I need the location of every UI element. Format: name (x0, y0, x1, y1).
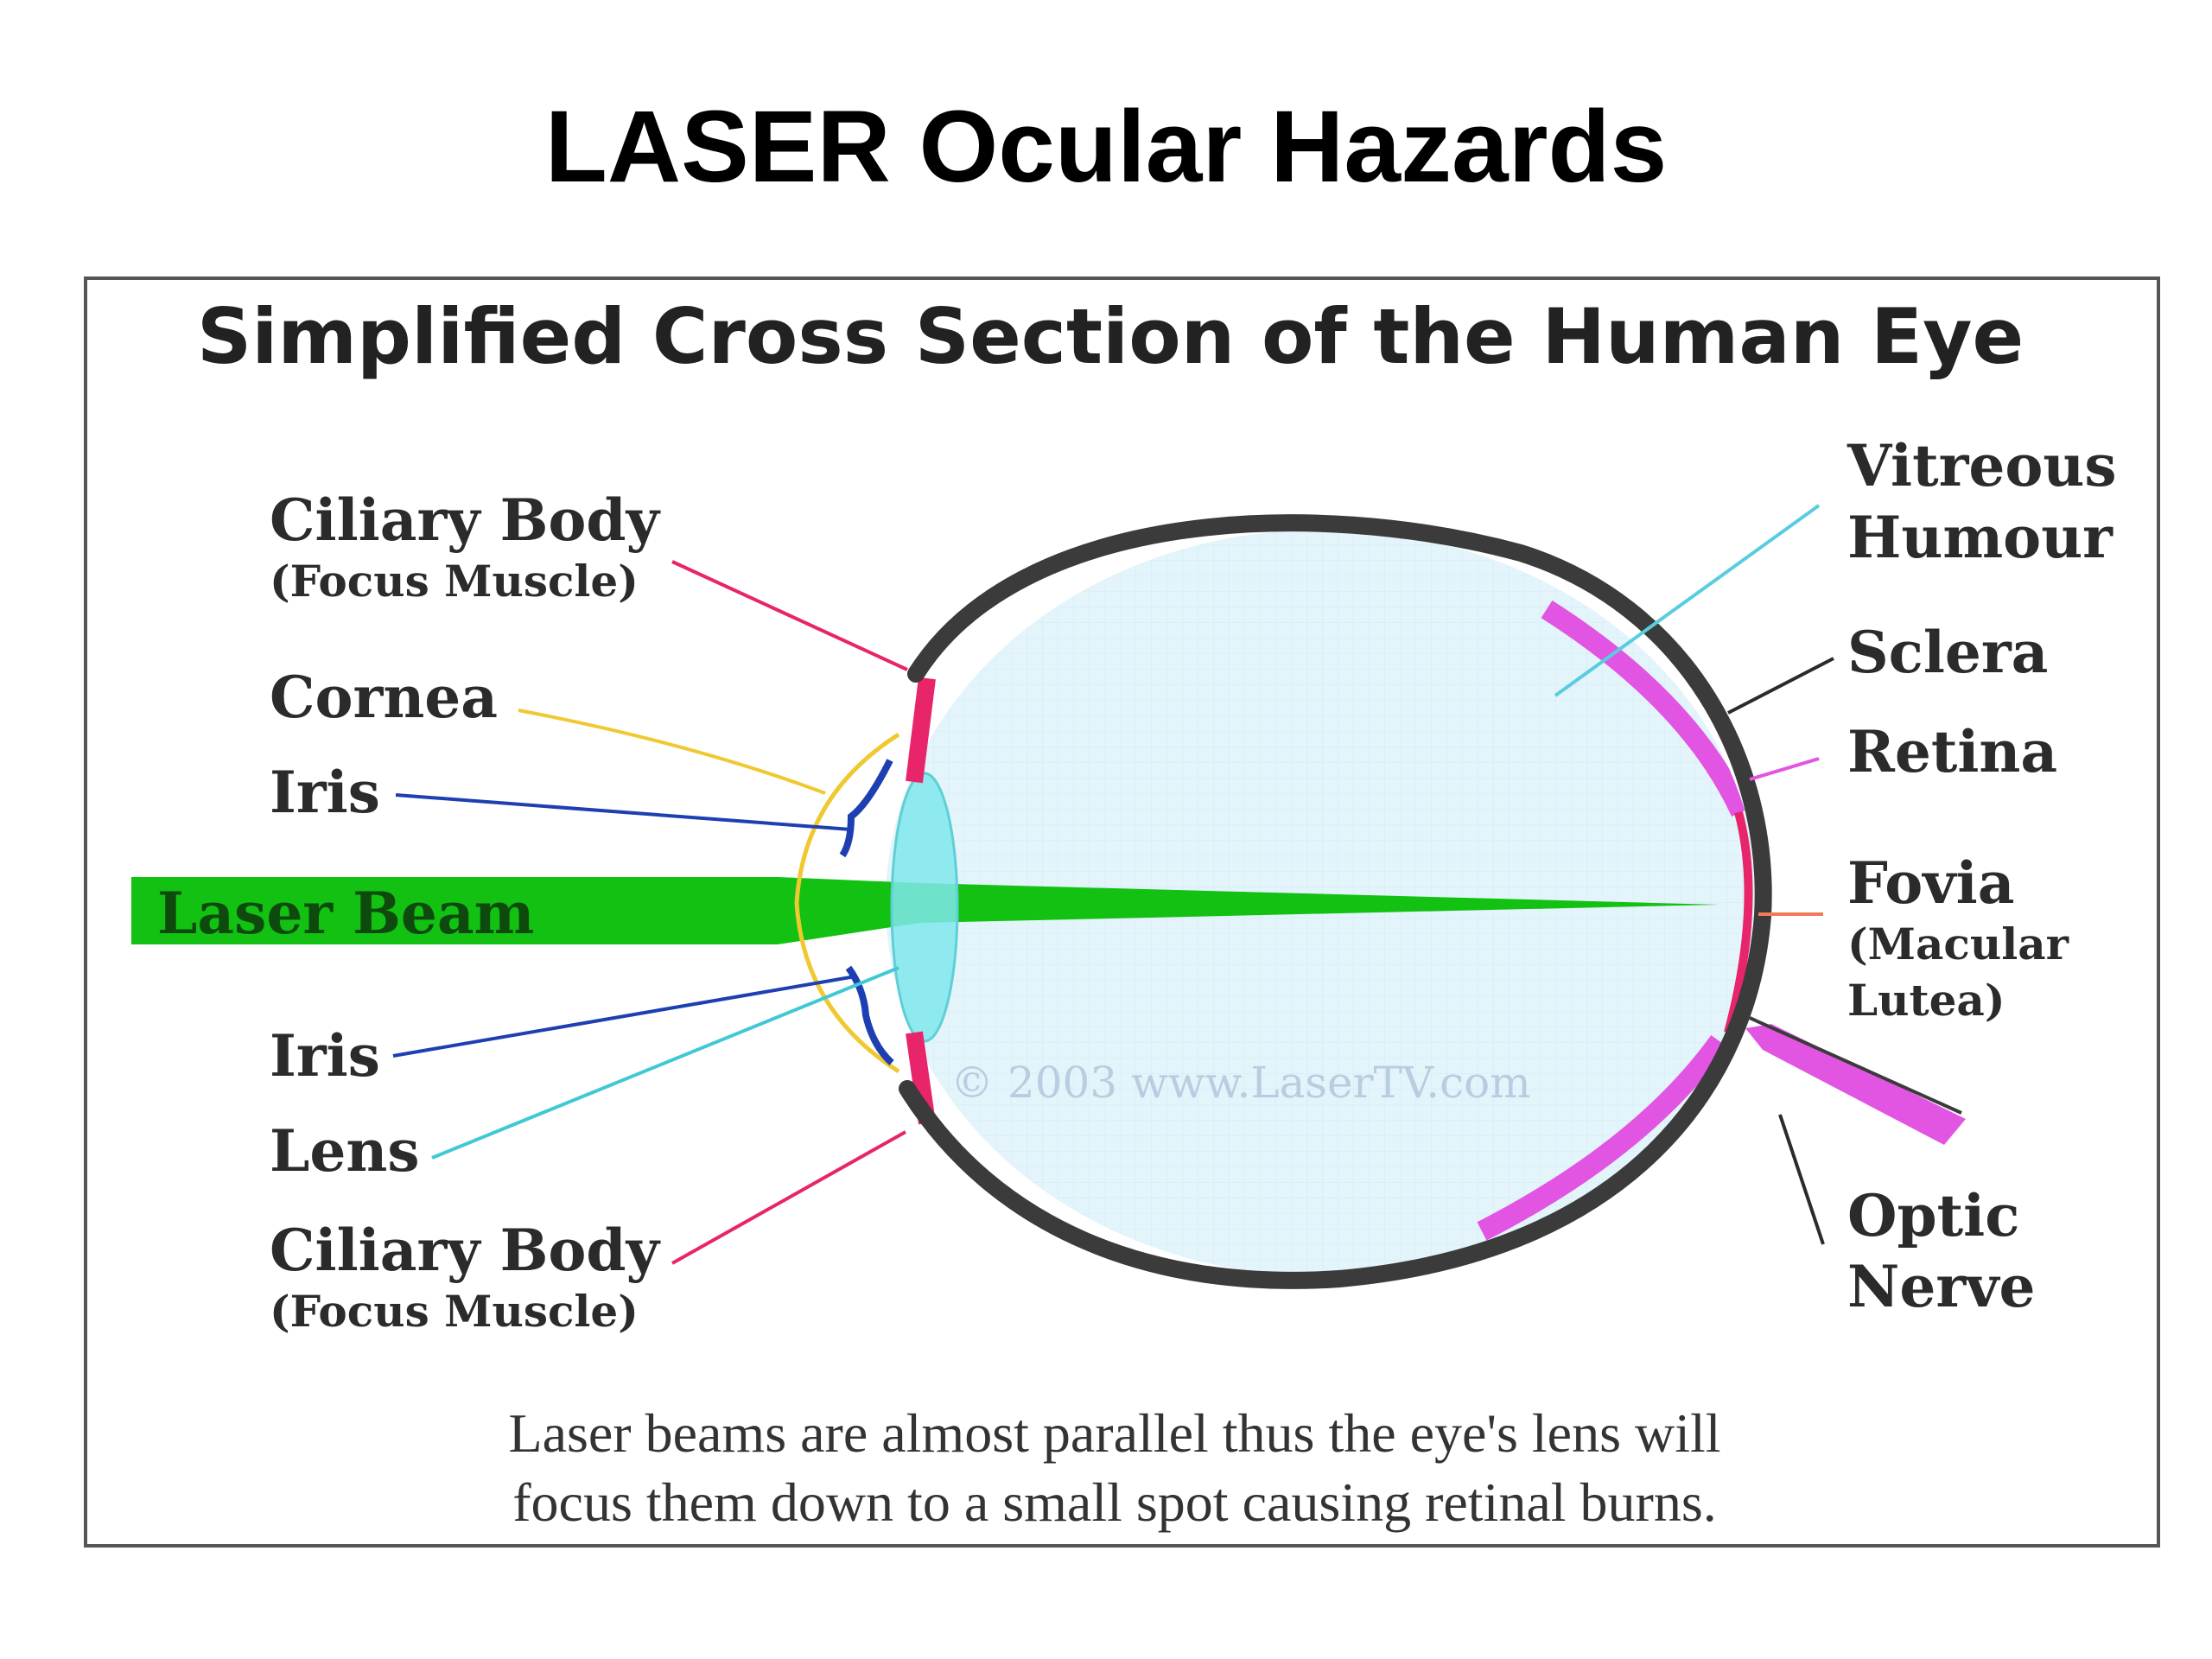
caption-line1: Laser beams are almost parallel thus the… (508, 1402, 1720, 1464)
label-vitreous-line2: Humour (1847, 504, 2113, 571)
iris-top-shape (839, 759, 893, 858)
retina-leader (1749, 757, 1820, 781)
vitreous-leader (1554, 504, 1821, 697)
ciliary-body-top-leader (671, 560, 908, 671)
label-ciliary-body-bottom-sub: (Focus Muscle) (270, 1286, 639, 1337)
diagram-heading: Simplified Cross Section of the Human Ey… (197, 292, 2024, 381)
label-sclera: Sclera (1847, 619, 2048, 686)
label-iris-bottom: Iris (270, 1022, 380, 1090)
label-fovia-line2: (Macular (1847, 918, 2069, 969)
caption-line2: focus them down to a small spot causing … (512, 1471, 1717, 1533)
label-fovia-line3: Lutea) (1847, 975, 2005, 1026)
label-laser-beam: Laser Beam (157, 880, 534, 947)
label-ciliary-body-top-sub: (Focus Muscle) (270, 556, 639, 607)
label-ciliary-body-top: Ciliary Body (270, 486, 661, 554)
ciliary-body-bottom-leader (671, 1130, 906, 1265)
optic-nerve-edge (1749, 1016, 1962, 1115)
label-lens: Lens (270, 1117, 420, 1185)
lens (890, 772, 959, 1043)
label-fovia-line1: Fovia (1847, 849, 2014, 917)
label-cornea: Cornea (270, 664, 498, 731)
label-retina: Retina (1847, 718, 2057, 785)
optic-nerve (1745, 1024, 1966, 1145)
iris-bottom-shape (845, 965, 894, 1065)
sclera-leader (1727, 657, 1834, 715)
retina-bands (1477, 600, 1753, 1241)
slide-title: LASER Ocular Hazards (544, 90, 1668, 204)
label-ciliary-body-bottom: Ciliary Body (270, 1217, 661, 1284)
iris-top-leader (395, 793, 852, 831)
iris-bottom-leader (392, 975, 856, 1058)
label-optic-line1: Optic (1847, 1182, 2019, 1249)
label-iris-top: Iris (270, 759, 380, 826)
watermark: © 2003 www.LaserTV.com (950, 1058, 1531, 1108)
optic-nerve-leader (1778, 1114, 1825, 1245)
cornea-leader (518, 709, 826, 795)
lens-leader (431, 966, 899, 1160)
label-vitreous-line1: Vitreous (1847, 432, 2117, 499)
cornea (794, 732, 900, 1074)
ciliary-body-top-shape (906, 677, 936, 784)
label-optic-line2: Nerve (1847, 1253, 2035, 1320)
